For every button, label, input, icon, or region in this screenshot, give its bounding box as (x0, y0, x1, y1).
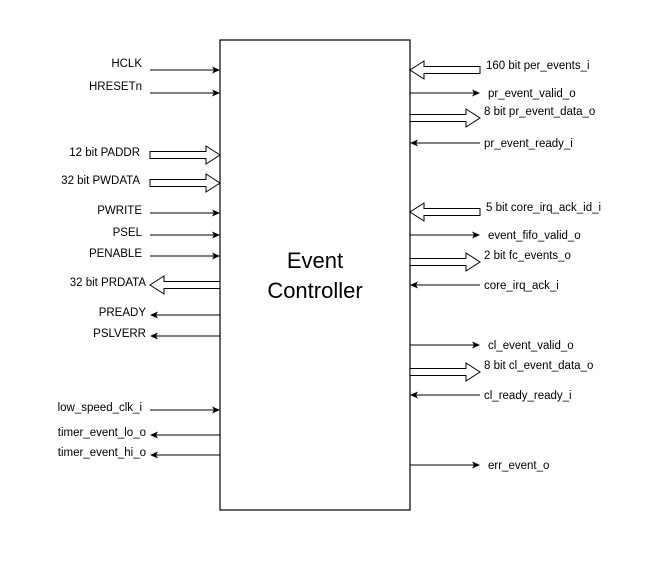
event-controller-block (219, 39, 411, 511)
pr-event-valid-o-arrow (410, 89, 480, 97)
port-label-core-irq-ack-i: core_irq_ack_i (484, 280, 559, 292)
8-bit-pr-event-data-o-bus-arrow (409, 108, 481, 128)
arrowhead-icon (410, 391, 418, 399)
pready-arrow (150, 311, 220, 319)
5-bit-core-irq-ack-id-i-bus-arrow (409, 202, 481, 222)
160-bit-per-events-i-bus-arrow (409, 60, 481, 80)
arrowhead-icon (212, 209, 220, 217)
arrowhead-icon (150, 332, 158, 340)
cl-ready-ready-i-arrow (410, 391, 480, 399)
port-label-cl-ready-ready-i: cl_ready_ready_i (484, 390, 572, 402)
port-label-160-bit-per-events-i: 160 bit per_events_i (486, 60, 590, 72)
port-label-pwrite: PWRITE (97, 205, 142, 217)
port-label-low-speed-clk-i: low_speed_clk_i (58, 402, 142, 414)
port-label-hclk: HCLK (111, 58, 142, 70)
port-label-event-fifo-valid-o: event_fifo_valid_o (488, 230, 581, 242)
port-label-hresetn: HRESETn (89, 81, 142, 93)
pslverr-arrow (150, 332, 220, 340)
block-title-line1: Event (287, 248, 343, 273)
port-label-timer-event-lo-o: timer_event_lo_o (58, 427, 146, 439)
arrowhead-icon (150, 311, 158, 319)
arrowhead-icon (472, 231, 480, 239)
32-bit-prdata-bus-arrow (149, 275, 221, 295)
arrowhead-icon (212, 406, 220, 414)
port-label-8-bit-cl-event-data-o: 8 bit cl_event_data_o (484, 360, 593, 372)
arrowhead-icon (472, 341, 480, 349)
event-fifo-valid-o-arrow (410, 231, 480, 239)
port-label-pslverr: PSLVERR (93, 328, 146, 340)
port-label-err-event-o: err_event_o (488, 460, 549, 472)
psel-arrow (150, 231, 220, 239)
penable-arrow (150, 252, 220, 260)
block-title-line2: Controller (267, 278, 362, 303)
arrowhead-icon (212, 66, 220, 74)
port-label-8-bit-pr-event-data-o: 8 bit pr_event_data_o (484, 106, 595, 118)
12-bit-paddr-bus-arrow (149, 145, 221, 165)
port-label-psel: PSEL (113, 227, 143, 239)
hclk-arrow (150, 66, 220, 74)
arrowhead-icon (150, 451, 158, 459)
port-label-12-bit-paddr: 12 bit PADDR (69, 147, 140, 159)
32-bit-pwdata-bus-arrow (149, 173, 221, 193)
timer-event-hi-o-arrow (150, 451, 220, 459)
arrowhead-icon (212, 252, 220, 260)
arrowhead-icon (410, 281, 418, 289)
port-label-cl-event-valid-o: cl_event_valid_o (488, 340, 574, 352)
port-label-pr-event-valid-o: pr_event_valid_o (488, 88, 576, 100)
err-event-o-arrow (410, 461, 480, 469)
port-label-2-bit-fc-events-o: 2 bit fc_events_o (484, 250, 571, 262)
port-label-32-bit-pwdata: 32 bit PWDATA (61, 175, 140, 187)
cl-event-valid-o-arrow (410, 341, 480, 349)
pr-event-ready-i-arrow (410, 139, 480, 147)
port-label-timer-event-hi-o: timer_event_hi_o (58, 447, 146, 459)
port-label-32-bit-prdata: 32 bit PRDATA (70, 277, 147, 289)
arrowhead-icon (472, 89, 480, 97)
port-label-5-bit-core-irq-ack-id-i: 5 bit core_irq_ack_id_i (486, 202, 601, 214)
timer-event-lo-o-arrow (150, 431, 220, 439)
arrowhead-icon (212, 89, 220, 97)
arrowhead-icon (472, 461, 480, 469)
pwrite-arrow (150, 209, 220, 217)
8-bit-cl-event-data-o-bus-arrow (409, 362, 481, 382)
port-label-pr-event-ready-i: pr_event_ready_i (484, 138, 573, 150)
arrowhead-icon (150, 431, 158, 439)
core-irq-ack-i-arrow (410, 281, 480, 289)
arrowhead-icon (212, 231, 220, 239)
port-label-pready: PREADY (99, 307, 147, 319)
hresetn-arrow (150, 89, 220, 97)
2-bit-fc-events-o-bus-arrow (409, 252, 481, 272)
low-speed-clk-i-arrow (150, 406, 220, 414)
arrowhead-icon (410, 139, 418, 147)
port-label-penable: PENABLE (89, 248, 142, 260)
